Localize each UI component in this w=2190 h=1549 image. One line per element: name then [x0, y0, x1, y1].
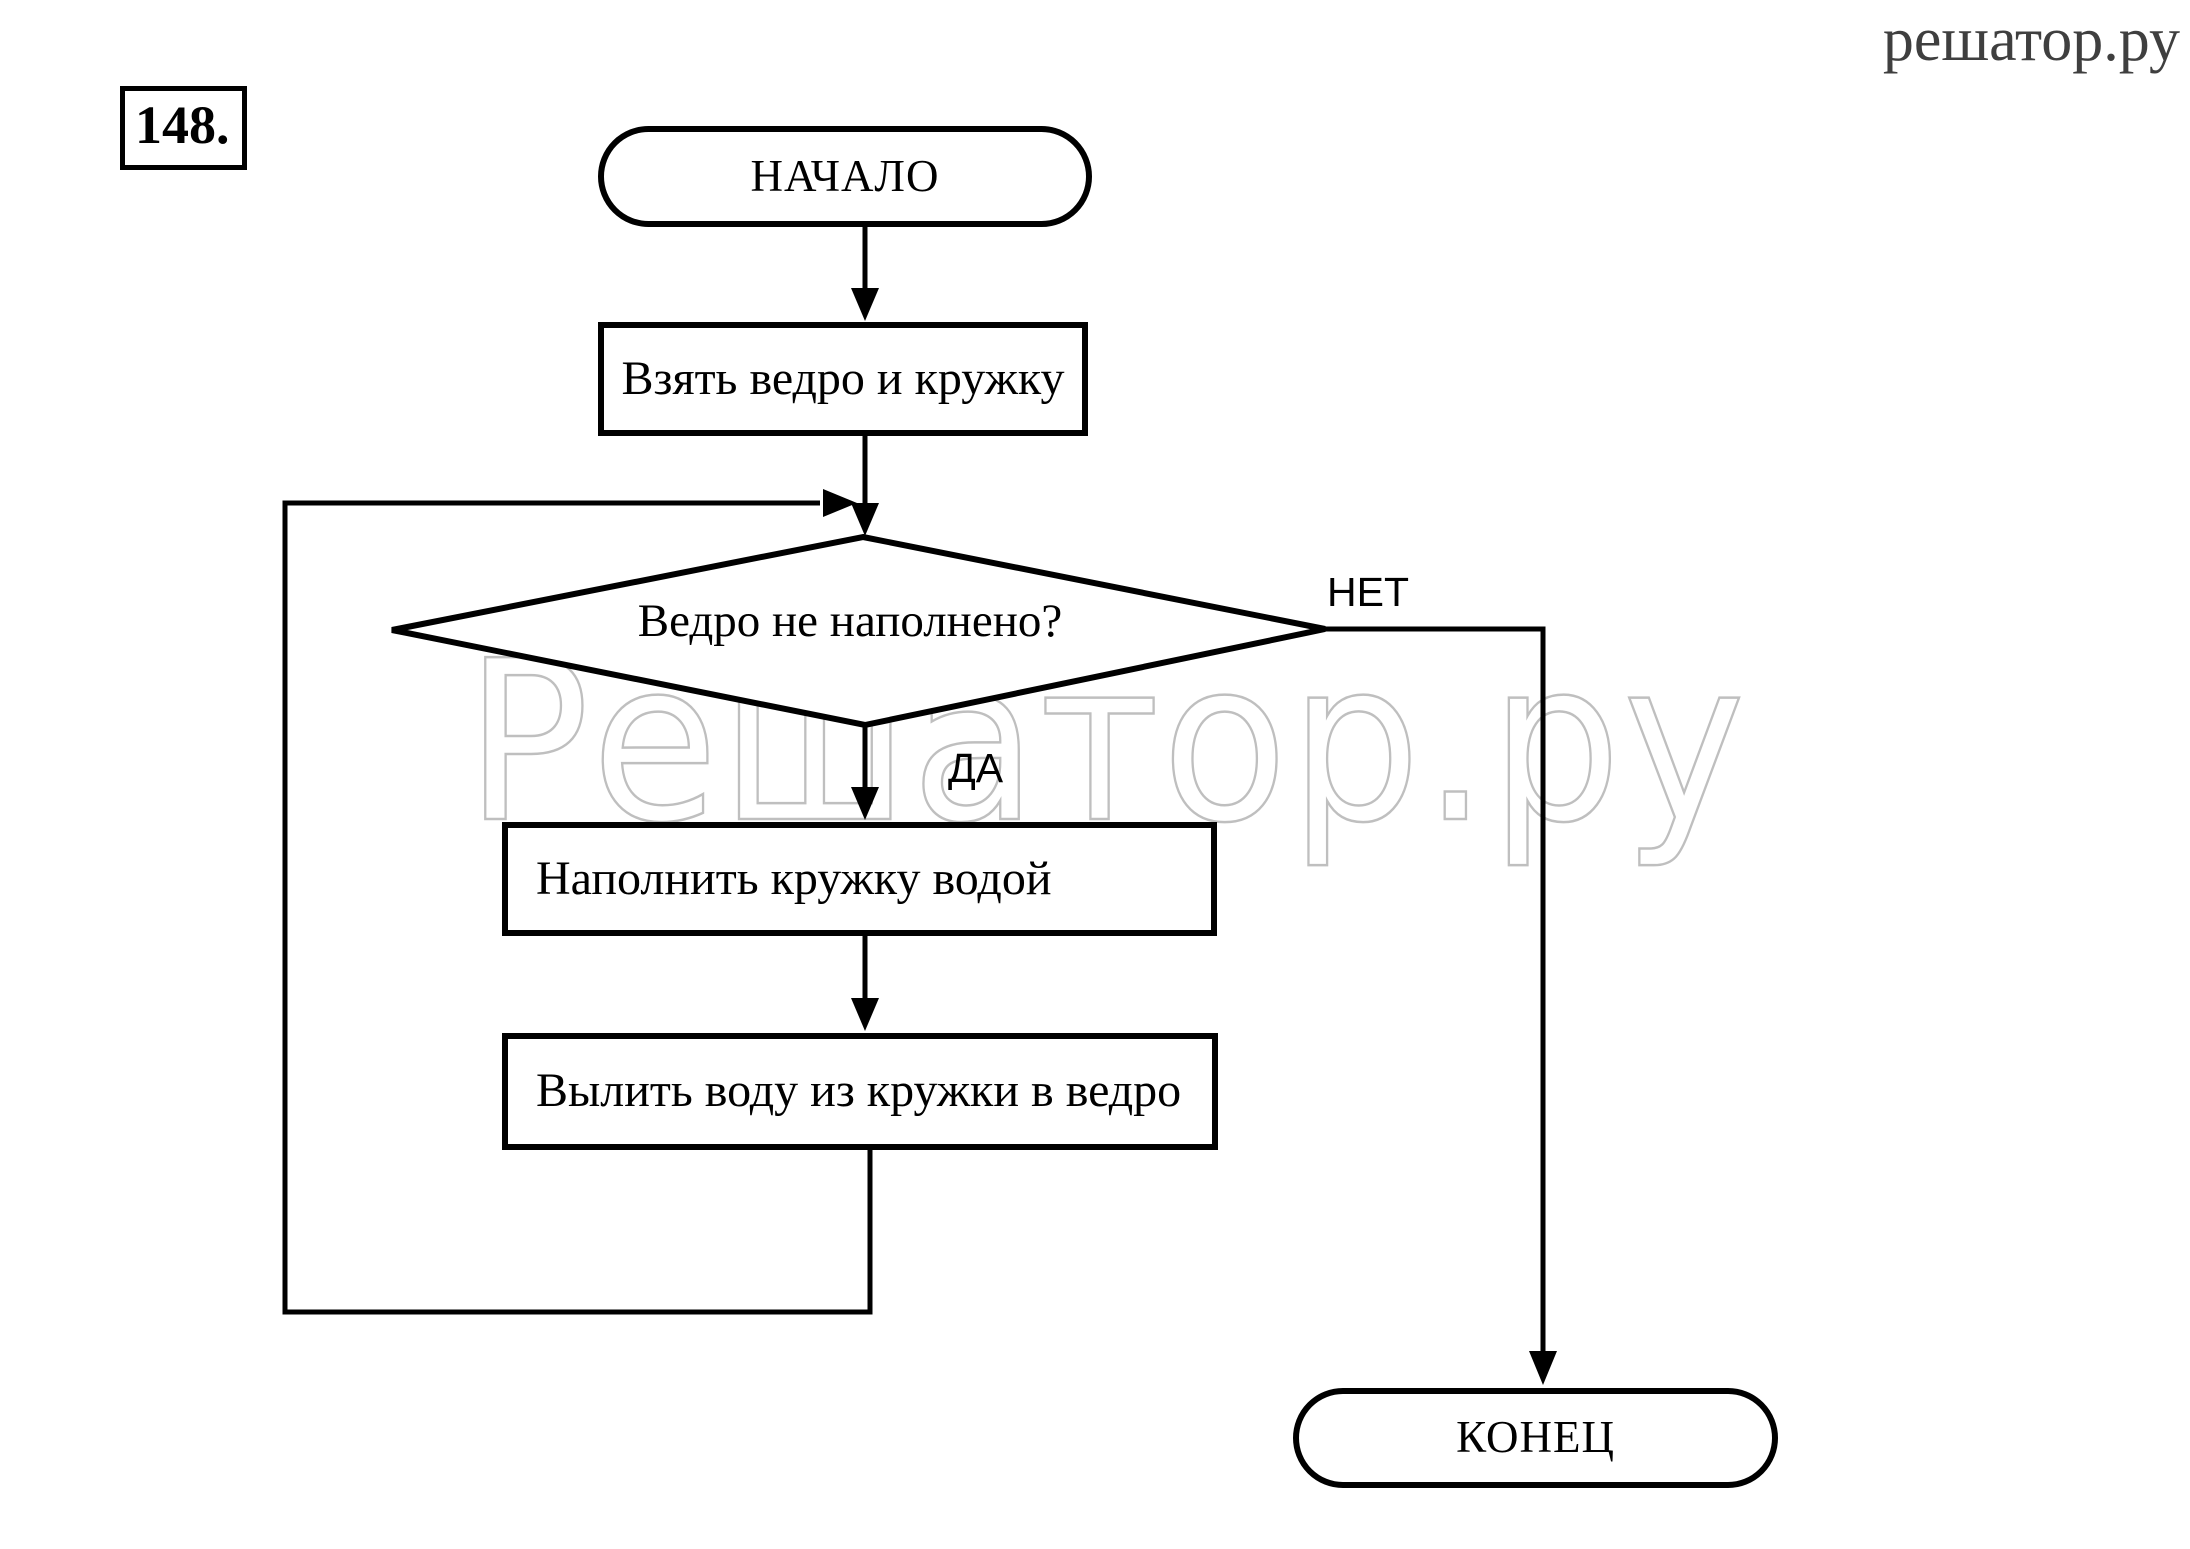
- connector-no-to-end: [1325, 626, 1546, 1352]
- arrowhead-into-step1: [851, 288, 879, 321]
- process-pour-water: Вылить воду из кружки в ведро: [502, 1033, 1218, 1150]
- decision-diamond: [391, 533, 1326, 729]
- branch-label-yes: ДА: [948, 745, 1004, 791]
- start-terminator: НАЧАЛО: [598, 126, 1092, 227]
- arrowhead-into-step2: [851, 787, 879, 820]
- branch-label-no: НЕТ: [1327, 569, 1409, 615]
- end-label: КОНЕЦ: [1456, 1412, 1615, 1463]
- connector-loop-back: [282, 500, 873, 1315]
- process-fill-mug: Наполнить кружку водой: [502, 822, 1217, 936]
- corner-watermark-text: решатор.ру: [1882, 6, 2180, 74]
- arrowhead-into-end: [1529, 1351, 1557, 1385]
- arrowhead-loop-into-decision: [823, 489, 857, 517]
- end-terminator: КОНЕЦ: [1293, 1388, 1778, 1488]
- page-number-label: 148.: [120, 86, 247, 170]
- process-take-bucket-label: Взять ведро и кружку: [621, 351, 1065, 405]
- arrowhead-into-decision: [851, 503, 879, 536]
- arrowhead-into-step3: [851, 998, 879, 1031]
- process-pour-water-label: Вылить воду из кружки в ведро: [536, 1064, 1182, 1118]
- process-take-bucket: Взять ведро и кружку: [598, 322, 1088, 436]
- process-fill-mug-label: Наполнить кружку водой: [536, 851, 1052, 905]
- decision-label: Ведро не наполнено?: [637, 595, 1063, 647]
- start-label: НАЧАЛО: [750, 150, 940, 201]
